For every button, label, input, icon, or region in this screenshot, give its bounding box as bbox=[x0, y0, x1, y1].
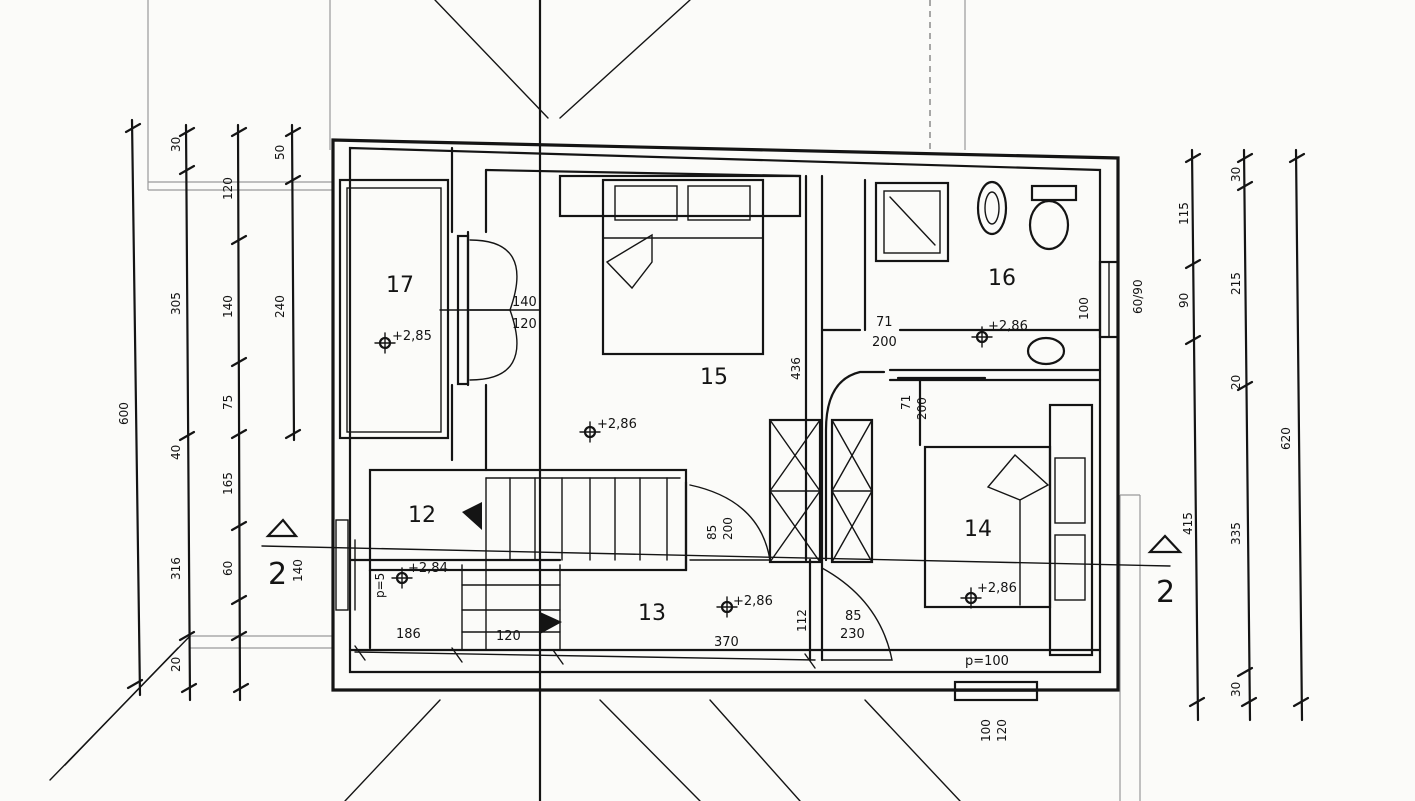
level-15: +2,86 bbox=[597, 417, 637, 432]
level-markers bbox=[374, 326, 993, 618]
dim-right-window: 60/90 bbox=[1131, 279, 1145, 314]
room-12-label: 12 bbox=[408, 503, 436, 528]
room-17-label: 17 bbox=[386, 273, 414, 298]
dim-door17-top: 140 bbox=[512, 295, 537, 310]
dim-left-50: 50 bbox=[273, 145, 287, 160]
dim-door14-top: 71 bbox=[899, 395, 913, 410]
dim-left-140: 140 bbox=[291, 559, 305, 582]
doors bbox=[335, 239, 987, 661]
dim-left-316: 316 bbox=[169, 557, 183, 580]
dim-left-20: 20 bbox=[169, 657, 183, 672]
dim-right-620: 620 bbox=[1279, 427, 1293, 450]
dim-hall-door-bottom: 230 bbox=[840, 627, 865, 642]
dim-right-30b: 30 bbox=[1229, 682, 1243, 697]
room-15-label: 15 bbox=[700, 365, 728, 390]
dim-right-window-b: 100 bbox=[1077, 297, 1091, 320]
level-12: +2,84 bbox=[408, 561, 448, 576]
level-13: +2,86 bbox=[733, 594, 773, 609]
dim-stair-door: 85 bbox=[705, 525, 719, 540]
section-code-right: 415 bbox=[1181, 512, 1195, 535]
dim-left-30: 30 bbox=[169, 137, 183, 152]
dim-bottom-186: 186 bbox=[396, 627, 421, 642]
dim-left-p: p=5 bbox=[373, 573, 387, 598]
dim-window-bottom: 120 bbox=[995, 719, 1009, 742]
furniture bbox=[461, 174, 1094, 657]
dim-left-600: 600 bbox=[117, 402, 131, 425]
section-mark-right: 2 bbox=[1156, 575, 1175, 610]
dim-right-215: 215 bbox=[1229, 272, 1243, 295]
dim-door16-bottom: 200 bbox=[872, 335, 897, 350]
outer-walls bbox=[331, 138, 1120, 692]
room-16-label: 16 bbox=[988, 266, 1016, 291]
windows bbox=[456, 234, 1120, 702]
dim-right-115: 115 bbox=[1177, 202, 1191, 225]
dimension-chains-left bbox=[124, 118, 302, 702]
level-16: +2,86 bbox=[988, 319, 1028, 334]
dim-door16-top: 71 bbox=[876, 315, 893, 330]
room-13-label: 13 bbox=[638, 601, 666, 626]
dim-right-335: 335 bbox=[1229, 522, 1243, 545]
dim-wall-436: 436 bbox=[789, 357, 803, 380]
dimension-chains-right bbox=[1184, 148, 1310, 722]
dim-left-40: 40 bbox=[169, 445, 183, 460]
dim-bottom-120: 120 bbox=[496, 629, 521, 644]
dim-door14-bottom: 200 bbox=[915, 397, 929, 420]
level-14: +2,86 bbox=[977, 581, 1017, 596]
dim-left-305: 305 bbox=[169, 292, 183, 315]
dim-right-30a: 30 bbox=[1229, 167, 1243, 182]
level-17: +2,85 bbox=[392, 329, 432, 344]
dim-left-140b: 140 bbox=[221, 295, 235, 318]
dim-door17-bottom: 120 bbox=[512, 317, 537, 332]
dim-bottom-112: 112 bbox=[795, 609, 809, 632]
dim-hall-door-top: 85 bbox=[845, 609, 862, 624]
section-line bbox=[261, 518, 1183, 567]
section-mark-left: 2 bbox=[268, 557, 287, 592]
dimension-chain-bottom bbox=[354, 645, 816, 669]
dim-right-90: 90 bbox=[1177, 293, 1191, 308]
dim-right-20: 20 bbox=[1229, 375, 1243, 390]
dim-left-165: 165 bbox=[221, 472, 235, 495]
dim-left-60: 60 bbox=[221, 561, 235, 576]
dim-stair-door-b: 200 bbox=[721, 517, 735, 540]
dim-p100: p=100 bbox=[965, 654, 1009, 669]
dim-window-top: 100 bbox=[979, 719, 993, 742]
room-14-label: 14 bbox=[964, 517, 992, 542]
dim-left-120: 120 bbox=[221, 177, 235, 200]
dim-bottom-370: 370 bbox=[714, 635, 739, 650]
roof-lines bbox=[49, 0, 1141, 801]
dim-left-240: 240 bbox=[273, 295, 287, 318]
dim-left-75: 75 bbox=[221, 395, 235, 410]
